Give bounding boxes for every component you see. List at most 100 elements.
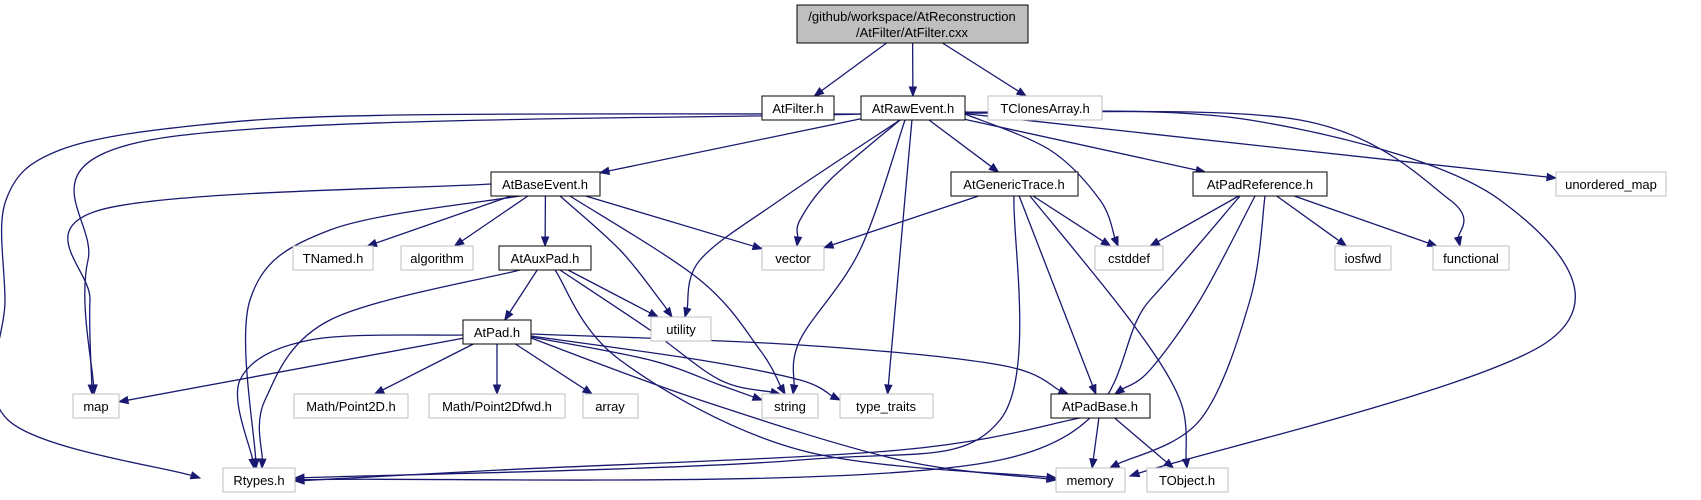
edge-line <box>236 334 464 461</box>
node-unordered-map[interactable]: unordered_map <box>1555 171 1667 197</box>
edge-atpadreference-h-to-iosfwd <box>1276 195 1348 247</box>
node-atrawevent-h[interactable]: AtRawEvent.h <box>860 95 966 121</box>
edge-arrowhead <box>776 383 786 396</box>
edge-line <box>964 110 1576 475</box>
edge-atpadreference-h-to-functional <box>1294 195 1439 247</box>
edge-line <box>686 119 901 310</box>
edge-atpad-h-to-array <box>515 343 594 395</box>
node-label: Rtypes.h <box>233 473 284 488</box>
edge-atrawevent-h-to-string <box>790 119 906 396</box>
edge-line <box>887 119 913 387</box>
node-label: AtFilter.h <box>772 101 823 116</box>
edge-line <box>530 336 755 398</box>
edge-arrowhead <box>598 166 611 175</box>
node-algorithm[interactable]: algorithm <box>400 245 474 271</box>
edge-arrowhead <box>1089 458 1098 470</box>
edge-line <box>1294 195 1430 244</box>
edge-arrowhead <box>366 238 378 247</box>
edge-arrowhead <box>373 385 386 395</box>
node-utility[interactable]: utility <box>650 316 712 342</box>
node-atauxpad-h[interactable]: AtAuxPad.h <box>498 245 592 271</box>
edge-line <box>559 195 668 311</box>
node-label: AtGenericTrace.h <box>963 177 1064 192</box>
node-label: AtPad.h <box>474 325 520 340</box>
edge-arrowhead <box>884 384 893 396</box>
node-rtypes-h[interactable]: Rtypes.h <box>222 467 296 493</box>
node-functional[interactable]: functional <box>1432 245 1510 271</box>
edge-line <box>607 118 862 172</box>
node-atpadbase-h[interactable]: AtPadBase.h <box>1050 393 1151 419</box>
edge-root-to-atrawevent-h <box>908 42 918 98</box>
node-map[interactable]: map <box>72 393 120 419</box>
edge-atgenerictrace-h-to-cstddef <box>1032 195 1112 247</box>
node-atgenerictrace-h[interactable]: AtGenericTrace.h <box>950 171 1079 197</box>
edge-ataux-pad-h-to-rtypes-h <box>258 269 521 470</box>
node-atpadreference-h[interactable]: AtPadReference.h <box>1192 171 1328 197</box>
node-label: type_traits <box>856 399 916 414</box>
edge-arrowhead <box>1100 237 1112 247</box>
edge-atbaseevent-h-to-map <box>67 183 492 396</box>
edge-line <box>126 337 464 401</box>
edge-arrowhead <box>813 86 825 97</box>
edge-line <box>569 195 782 388</box>
edge-atpadbase-h-to-rtypes-h <box>293 417 1081 485</box>
edge-arrowhead <box>540 236 550 248</box>
edge-atpadbase-h-to-memory <box>1089 417 1100 470</box>
edge-arrowhead <box>1110 235 1119 248</box>
edge-arrowhead <box>822 240 835 249</box>
edge-atgenerictrace-h-to-atpadbase-h <box>1018 195 1097 396</box>
node-math-point2dfwd-h[interactable]: Math/Point2Dfwd.h <box>428 393 566 419</box>
edge-atpad-h-to-point2dfwd-h <box>492 344 502 396</box>
node-tnamed-h[interactable]: TNamed.h <box>292 245 374 271</box>
edge-atpad-h-to-map <box>117 337 464 405</box>
node-label: cstddef <box>1108 251 1150 266</box>
edge-atpadbase-h-to-tobject-h <box>1114 417 1175 469</box>
edge-line <box>567 269 652 314</box>
node-label: TObject.h <box>1159 473 1215 488</box>
edge-arrowhead <box>647 308 660 318</box>
edge-root-to-tclonesarray-h <box>942 42 1028 97</box>
node-label: memory <box>1067 473 1114 488</box>
node-math-point2d-h[interactable]: Math/Point2D.h <box>293 393 409 419</box>
node-label: TClonesArray.h <box>1000 101 1089 116</box>
edge-arrowhead <box>1113 385 1126 395</box>
edge-atgenerictrace-h-to-tobject-h <box>1029 195 1191 470</box>
edge-atrawevent-h-to-rtypes-h <box>0 113 862 480</box>
node-vector[interactable]: vector <box>761 245 825 271</box>
node-array[interactable]: array <box>582 393 639 419</box>
node-cstddef[interactable]: cstddef <box>1094 245 1164 271</box>
node-tclonesarray-h[interactable]: TClonesArray.h <box>987 95 1103 121</box>
node-root-file[interactable]: /github/workspace/AtReconstruction /AtFi… <box>796 4 1029 44</box>
edge-atpad-h-to-rtypes-h <box>236 334 464 470</box>
edge-line <box>831 195 979 246</box>
node-atbaseevent-h[interactable]: AtBaseEvent.h <box>490 171 601 197</box>
edge-line <box>1121 195 1256 391</box>
edge-root-to-atfilter-h <box>813 42 887 97</box>
edge-arrowhead <box>1426 238 1439 247</box>
edge-line <box>381 343 474 391</box>
node-label: string <box>774 399 806 414</box>
node-label: vector <box>775 251 811 266</box>
edge-line <box>796 119 901 239</box>
node-label: algorithm <box>410 251 463 266</box>
edge-atpad-h-to-memory <box>530 337 1058 483</box>
edge-arrowhead <box>117 395 130 405</box>
node-label: AtAuxPad.h <box>511 251 580 266</box>
edge-atbaseevent-h-to-tnamed-h <box>366 195 512 247</box>
node-label: functional <box>1443 251 1499 266</box>
edge-line <box>585 195 755 248</box>
root-path-line-1: /github/workspace/AtReconstruction <box>808 9 1015 24</box>
node-tobject-h[interactable]: TObject.h <box>1146 467 1229 493</box>
edge-arrowhead <box>1015 87 1028 97</box>
edge-line <box>559 269 773 393</box>
node-memory[interactable]: memory <box>1055 467 1126 493</box>
node-atpad-h[interactable]: AtPad.h <box>462 319 532 345</box>
edge-line <box>302 417 1081 482</box>
node-atfilter-h[interactable]: AtFilter.h <box>761 95 835 121</box>
edge-arrowhead <box>1546 172 1558 182</box>
edge-atrawevent-h-to-type-traits <box>884 119 913 396</box>
node-type-traits[interactable]: type_traits <box>839 393 934 419</box>
node-string[interactable]: string <box>761 393 819 419</box>
node-iosfwd[interactable]: iosfwd <box>1334 245 1392 271</box>
edge-arrowhead <box>248 457 257 470</box>
